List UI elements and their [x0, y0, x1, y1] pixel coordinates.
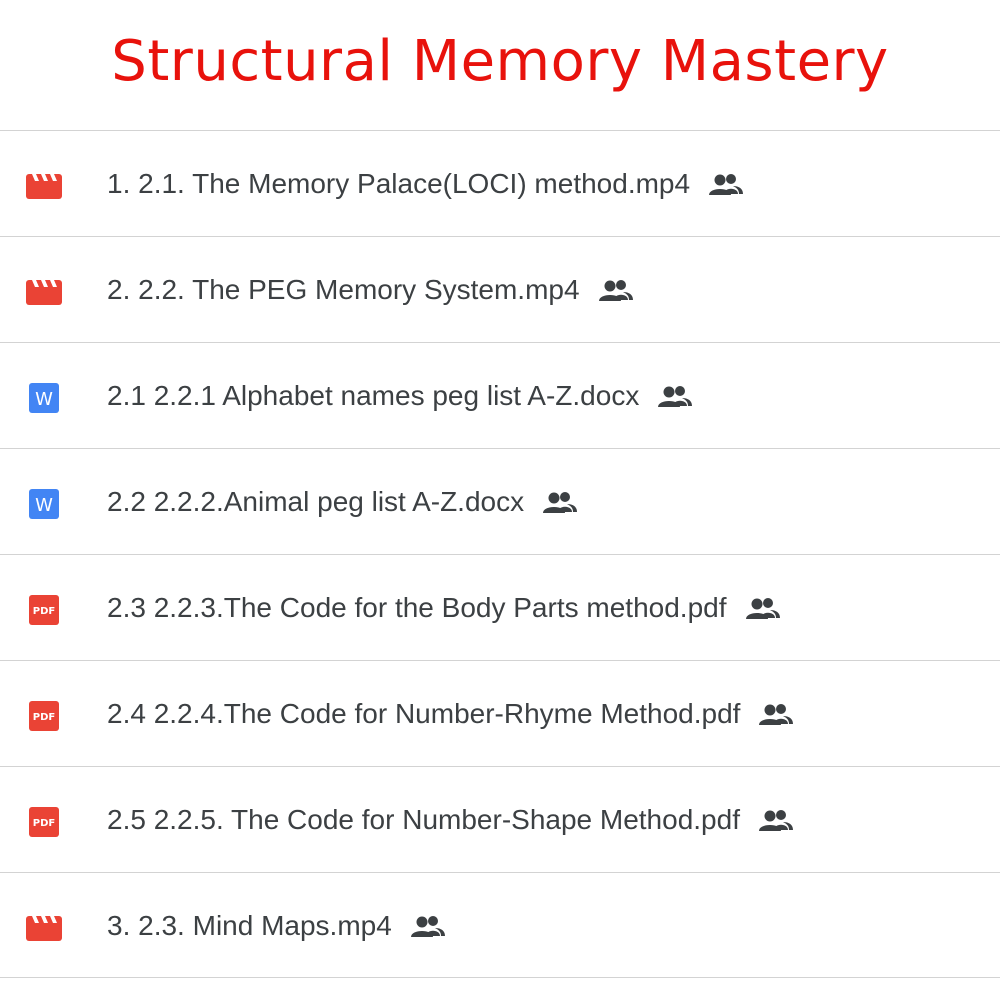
file-row[interactable]: 2. 2.2. The PEG Memory System.mp4	[0, 236, 1000, 342]
svg-text:W: W	[35, 495, 53, 516]
file-name: 3. 2.3. Mind Maps.mp4	[107, 910, 392, 941]
video-file-icon	[26, 277, 62, 307]
file-row[interactable]: 3. 2.3. Mind Maps.mp4	[0, 872, 1000, 978]
file-row[interactable]: PDF 2.5 2.2.5. The Code for Number-Shape…	[0, 766, 1000, 872]
pdf-file-icon: PDF	[26, 807, 62, 837]
file-name: 2.2 2.2.2.Animal peg list A-Z.docx	[107, 486, 525, 517]
file-name: 2.1 2.2.1 Alphabet names peg list A-Z.do…	[107, 380, 640, 411]
shared-people-icon	[657, 384, 693, 408]
file-name: 2.5 2.2.5. The Code for Number-Shape Met…	[107, 804, 740, 835]
file-row[interactable]: W 2.2 2.2.2.Animal peg list A-Z.docx	[0, 448, 1000, 554]
file-row[interactable]: PDF 2.4 2.2.4.The Code for Number-Rhyme …	[0, 660, 1000, 766]
svg-text:W: W	[35, 389, 53, 410]
shared-people-icon	[758, 702, 794, 726]
shared-people-icon	[542, 490, 578, 514]
file-row[interactable]: W 2.1 2.2.1 Alphabet names peg list A-Z.…	[0, 342, 1000, 448]
shared-people-icon	[410, 914, 446, 938]
page-title: Structural Memory Mastery	[111, 29, 889, 94]
word-doc-icon: W	[26, 383, 62, 413]
shared-people-icon	[758, 808, 794, 832]
svg-text:PDF: PDF	[33, 606, 55, 617]
file-list: 1. 2.1. The Memory Palace(LOCI) method.m…	[0, 130, 1000, 990]
word-doc-icon: W	[26, 489, 62, 519]
shared-people-icon	[598, 278, 634, 302]
file-name: 1. 2.1. The Memory Palace(LOCI) method.m…	[107, 168, 691, 199]
pdf-file-icon: PDF	[26, 595, 62, 625]
video-file-icon	[26, 913, 62, 943]
svg-text:PDF: PDF	[33, 818, 55, 829]
file-name: 2.4 2.2.4.The Code for Number-Rhyme Meth…	[107, 698, 741, 729]
file-name: 2.3 2.2.3.The Code for the Body Parts me…	[107, 592, 727, 623]
pdf-file-icon: PDF	[26, 701, 62, 731]
svg-text:PDF: PDF	[33, 712, 55, 723]
file-row[interactable]: PDF 2.3 2.2.3.The Code for the Body Part…	[0, 554, 1000, 660]
video-file-icon	[26, 171, 62, 201]
file-name: 2. 2.2. The PEG Memory System.mp4	[107, 274, 580, 305]
shared-people-icon	[745, 596, 781, 620]
shared-people-icon	[708, 172, 744, 196]
file-row[interactable]: 1. 2.1. The Memory Palace(LOCI) method.m…	[0, 130, 1000, 236]
